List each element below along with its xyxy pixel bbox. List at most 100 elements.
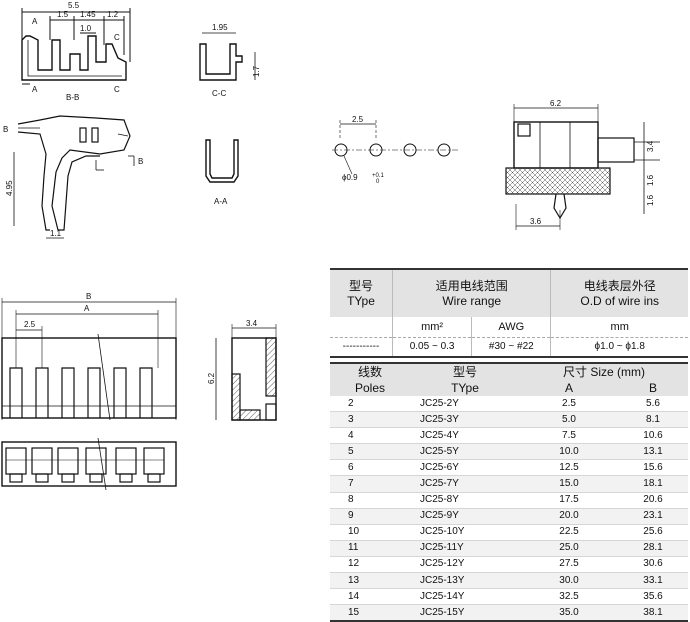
size-table-header-2: Poles TYpe A B — [330, 380, 688, 396]
size-header: 尺寸 Size (mm) — [520, 362, 688, 380]
spec-row-type: ----------- — [330, 336, 393, 358]
type-header-en: TYpe — [410, 380, 520, 396]
dim-housing-pitch: 2.5 — [24, 320, 36, 329]
cell-type: JC25-10Y — [410, 524, 520, 541]
cell-poles: 13 — [330, 572, 410, 590]
cell-b: 23.1 — [618, 508, 688, 525]
cell-type: JC25-7Y — [410, 475, 520, 493]
dim-housing-b: B — [86, 292, 91, 301]
cell-poles: 5 — [330, 443, 410, 461]
cell-b: 20.6 — [618, 492, 688, 509]
dim-hole: ϕ0.9 — [342, 173, 358, 182]
poles-header-en: Poles — [330, 380, 410, 396]
cell-b: 38.1 — [618, 604, 688, 622]
cell-type: JC25-8Y — [410, 492, 520, 509]
dim-side-width: 6.2 — [550, 99, 562, 108]
dim-seg3: 1.2 — [107, 10, 119, 19]
dim-housing-a: A — [84, 304, 90, 313]
pcb-hole-pattern — [332, 120, 460, 175]
cell-b: 5.6 — [618, 396, 688, 413]
unit-mm2: mm² — [391, 317, 472, 337]
cell-type: JC25-11Y — [410, 540, 520, 557]
cell-poles: 11 — [330, 540, 410, 557]
col-b-header: B — [618, 380, 688, 396]
dim-hole-tol-plus: +0.1 — [372, 173, 385, 179]
cell-b: 35.6 — [618, 588, 688, 606]
dim-housing-height: 6.2 — [207, 372, 216, 384]
dim-total-width: 5.5 — [68, 1, 80, 10]
cell-type: JC25-9Y — [410, 508, 520, 525]
spec-row-mm2: 0.05 ~ 0.3 — [391, 336, 472, 358]
mark-c-bottom: C — [114, 85, 120, 94]
cell-poles: 8 — [330, 492, 410, 509]
spec-table: 型号 TYpe 适用电线范围 Wire range 电线表层外径 O.D of … — [330, 268, 688, 358]
section-cc — [199, 32, 256, 81]
cell-type: JC25-2Y — [410, 396, 520, 413]
dim-cc-height: 1.7 — [252, 65, 261, 77]
cell-poles: 4 — [330, 427, 410, 445]
mark-b-right: B — [138, 157, 143, 166]
dim-pcb-pitch: 2.5 — [352, 115, 364, 124]
view-aa-label: A-A — [214, 197, 228, 206]
cell-type: JC25-6Y — [410, 459, 520, 477]
mark-b-left: B — [3, 125, 8, 134]
cell-type: JC25-14Y — [410, 588, 520, 606]
unit-awg: AWG — [471, 317, 551, 337]
cell-poles: 2 — [330, 396, 410, 413]
cell-type: JC25-13Y — [410, 572, 520, 590]
spec-od-header: 电线表层外径 O.D of wire ins — [550, 268, 688, 317]
cell-type: JC25-12Y — [410, 556, 520, 574]
dim-housing-depth: 3.4 — [246, 319, 258, 328]
cell-b: 18.1 — [618, 475, 688, 493]
col-a-header: A — [520, 380, 618, 396]
spec-wire-header: 适用电线范围 Wire range — [391, 268, 551, 317]
spec-value-row: ----------- 0.05 ~ 0.3 #30 ~ #22 ϕ1.0 ~ … — [330, 336, 688, 358]
dim-seg-inner: 1.0 — [80, 24, 92, 33]
housing-front-view — [1, 298, 177, 421]
cell-a: 12.5 — [520, 459, 618, 477]
poles-header-cn: 线数 — [330, 362, 410, 380]
cell-poles: 14 — [330, 588, 410, 606]
cell-poles: 6 — [330, 459, 410, 477]
cell-type: JC25-5Y — [410, 443, 520, 461]
cell-a: 7.5 — [520, 427, 618, 445]
cell-a: 15.0 — [520, 475, 618, 493]
cell-a: 10.0 — [520, 443, 618, 461]
dim-seg1: 1.5 — [57, 10, 69, 19]
cell-type: JC25-3Y — [410, 411, 520, 429]
cell-b: 30.6 — [618, 556, 688, 574]
cell-b: 8.1 — [618, 411, 688, 429]
cell-a: 32.5 — [520, 588, 618, 606]
cell-poles: 9 — [330, 508, 410, 525]
terminal-profile-bb — [21, 8, 131, 85]
cell-a: 17.5 — [520, 492, 618, 509]
type-header-cn: 型号 — [410, 362, 520, 380]
spec-row-awg: #30 ~ #22 — [471, 336, 551, 358]
unit-mm: mm — [550, 317, 688, 337]
cell-b: 15.6 — [618, 459, 688, 477]
size-table-header-1: 线数 型号 尺寸 Size (mm) — [330, 362, 688, 380]
dim-side-h1: 3.4 — [646, 140, 655, 152]
cell-a: 2.5 — [520, 396, 618, 413]
mark-c-top: C — [114, 33, 120, 42]
spec-table-header: 型号 TYpe 适用电线范围 Wire range 电线表层外径 O.D of … — [330, 268, 688, 317]
cell-type: JC25-4Y — [410, 427, 520, 445]
cell-poles: 3 — [330, 411, 410, 429]
mark-a-bottom: A — [32, 85, 38, 94]
cell-b: 25.6 — [618, 524, 688, 541]
view-cc-label: C-C — [212, 89, 226, 98]
dim-side-h3: 1.6 — [646, 194, 655, 206]
